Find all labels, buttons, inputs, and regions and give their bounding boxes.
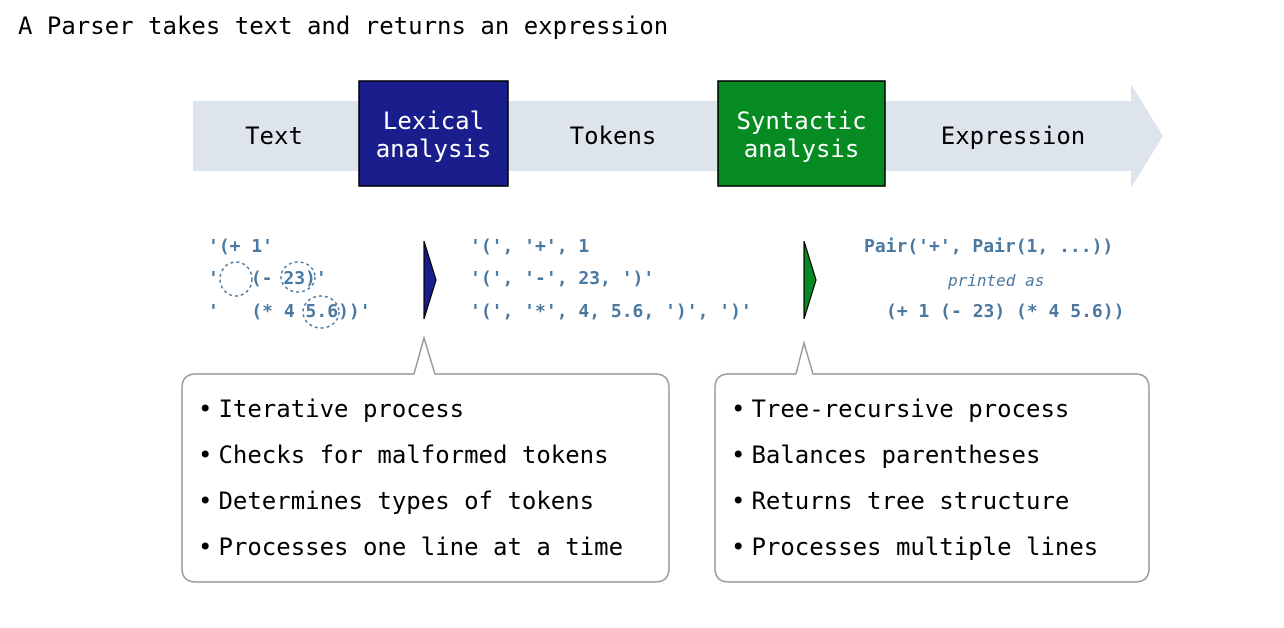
syntactic-pointer <box>803 240 817 320</box>
tokens-example-line3: '(', '*', 4, 5.6, ')', ')' <box>470 301 752 322</box>
syntactic-box-line2: analysis <box>743 135 860 163</box>
lexical-analysis-box <box>358 80 509 187</box>
expression-example-line3: (+ 1 (- 23) (* 4 5.6)) <box>886 301 1125 322</box>
tokens-stage-label: Tokens <box>569 122 657 150</box>
tokens-example-line1: '(', '+', 1 <box>470 236 590 257</box>
list-item: Iterative process <box>198 386 623 432</box>
list-item: Returns tree structure <box>731 478 1098 524</box>
text-line3-num: 5.6 <box>305 301 339 322</box>
text-line3-post: ))' <box>338 301 371 322</box>
whitespace-highlight <box>219 261 253 297</box>
expression-example-line1: Pair('+', Pair(1, ...)) <box>864 236 1114 257</box>
text-example-line3: ' (* 4 5.6))' <box>208 301 371 323</box>
lexical-box-label: Lexical analysis <box>359 107 508 163</box>
expression-example-line2: printed as <box>948 271 1045 290</box>
text-stage-label: Text <box>245 122 303 150</box>
list-item: Processes one line at a time <box>198 524 623 570</box>
tokens-example-line2: '(', '-', 23, ')' <box>470 268 655 289</box>
number-5-6-highlight <box>302 295 340 329</box>
text-example-line1: '(+ 1' <box>208 236 274 257</box>
syntactic-bullet-list: Tree-recursive process Balances parenthe… <box>731 386 1098 570</box>
text-line2-num: 23 <box>283 268 306 289</box>
list-item: Determines types of tokens <box>198 478 623 524</box>
number-23-highlight <box>280 261 316 293</box>
lexical-pointer <box>423 240 437 320</box>
text-line2-pre: ' <box>208 268 219 289</box>
expression-stage-label: Expression <box>940 122 1086 150</box>
text-example-line2: ' (- 23)' <box>208 268 327 290</box>
lexical-box-line2: analysis <box>375 135 492 163</box>
syntactic-box-line1: Syntactic <box>736 107 867 135</box>
syntactic-box-label: Syntactic analysis <box>718 107 885 163</box>
text-line3-pre: ' (* 4 <box>208 301 306 322</box>
list-item: Tree-recursive process <box>731 386 1098 432</box>
lexical-bullet-list: Iterative process Checks for malformed t… <box>198 386 623 570</box>
text-line2-paren: (- <box>250 268 284 289</box>
list-item: Balances parentheses <box>731 432 1098 478</box>
text-line2-post: )' <box>305 268 327 289</box>
list-item: Checks for malformed tokens <box>198 432 623 478</box>
page-title: A Parser takes text and returns an expre… <box>18 12 669 40</box>
syntactic-analysis-box <box>717 80 886 187</box>
list-item: Processes multiple lines <box>731 524 1098 570</box>
lexical-box-line1: Lexical <box>382 107 485 135</box>
